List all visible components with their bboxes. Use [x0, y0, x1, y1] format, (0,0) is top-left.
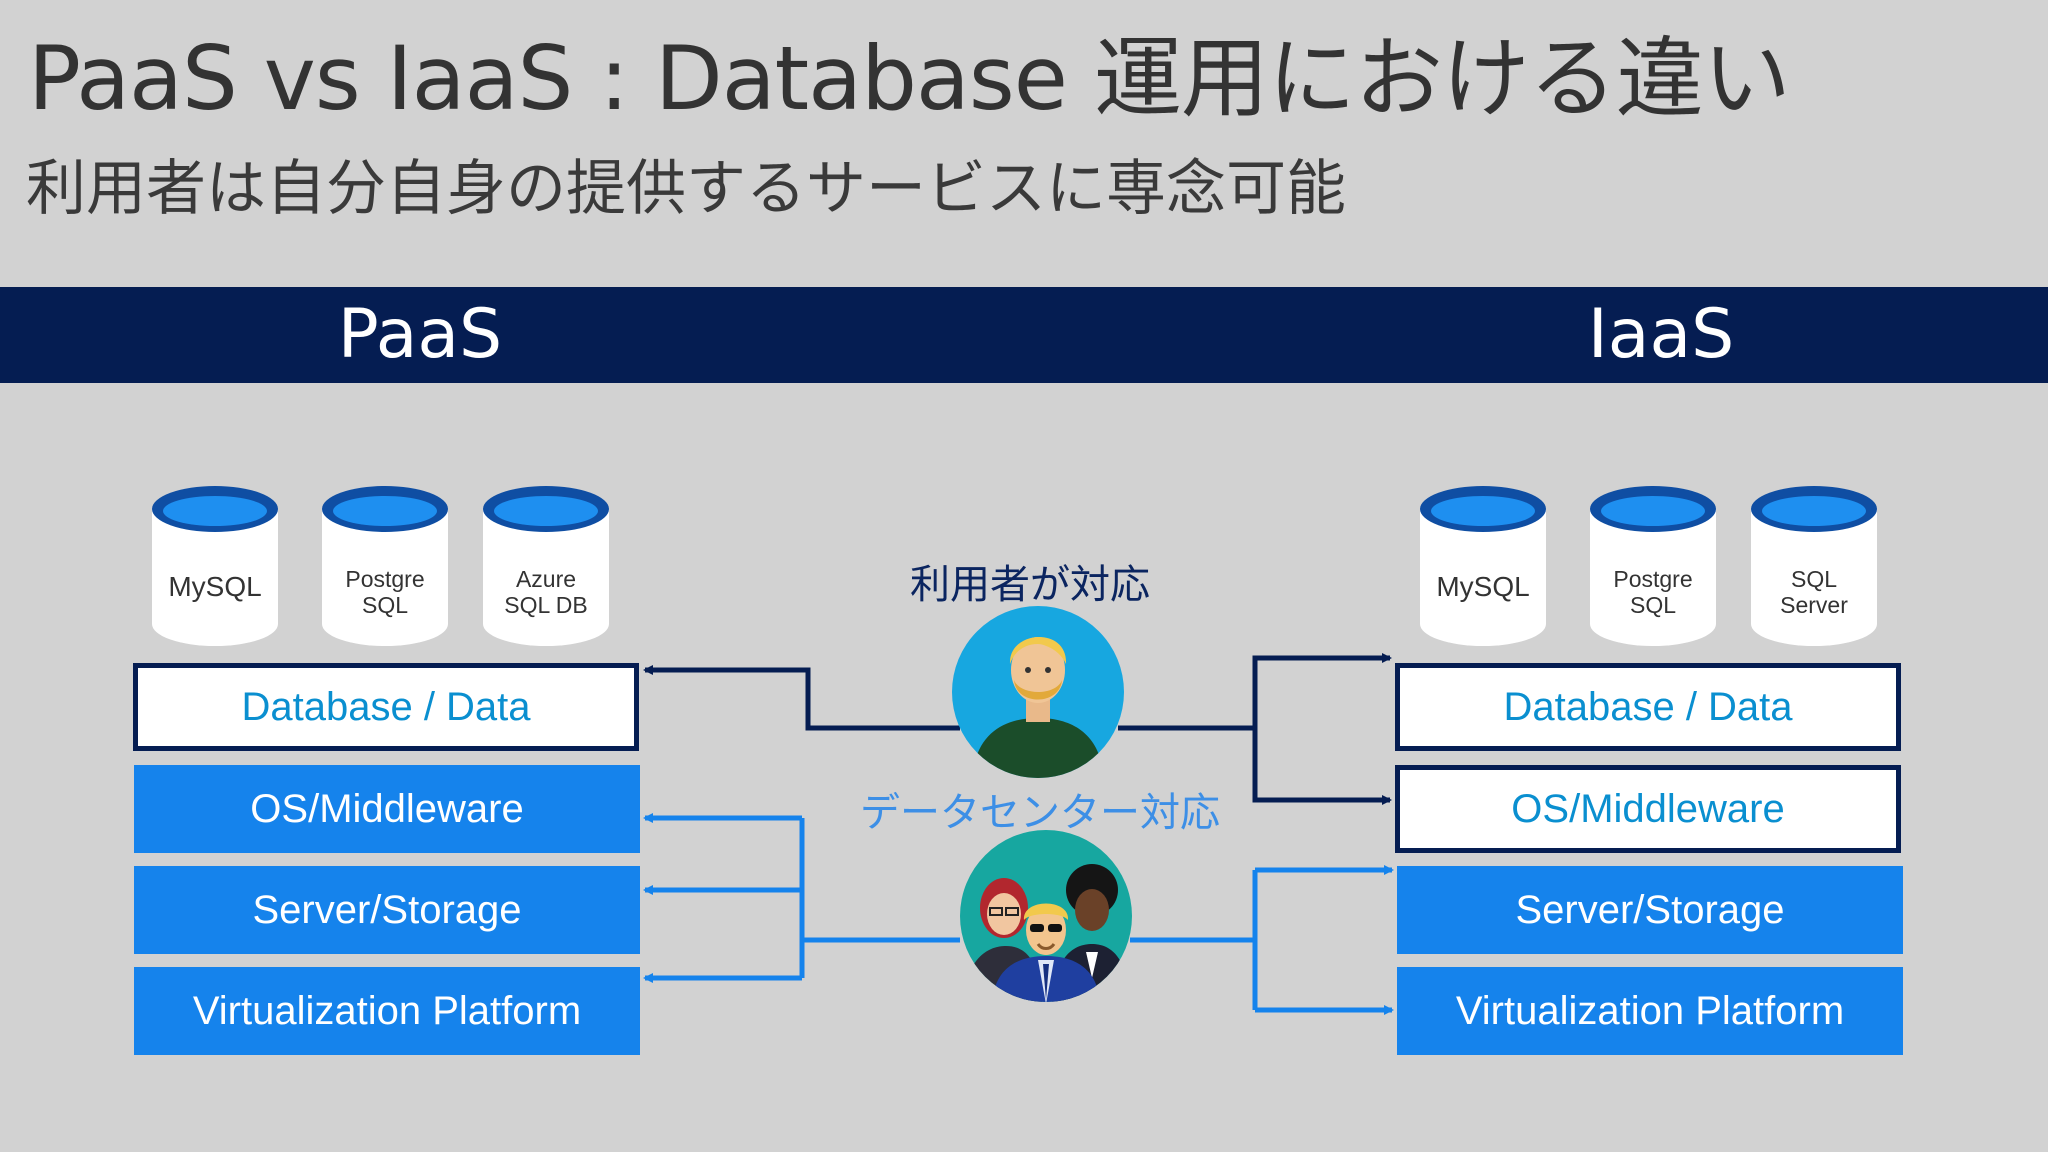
database-icon [483, 486, 609, 646]
database-icon [1420, 486, 1546, 646]
database-icon [322, 486, 448, 646]
slide-subtitle: 利用者は自分自身の提供するサービスに専念可能 [26, 154, 1346, 224]
user-avatar-icon [952, 606, 1124, 778]
paas-layer-virtualization-platform: Virtualization Platform [134, 967, 640, 1055]
database-label: Postgre SQL [1613, 566, 1693, 618]
header-band [0, 287, 2048, 383]
database-label: Azure SQL DB [504, 566, 588, 618]
database-cylinder-sql-server: SQL Server [1749, 484, 1879, 649]
iaas-heading: IaaS [1587, 295, 1735, 374]
database-cylinder-mysql: MySQL [150, 484, 280, 649]
iaas-layer-database-data: Database / Data [1395, 663, 1901, 751]
database-cylinder-mysql: MySQL [1418, 484, 1548, 649]
datacenter-role-label: データセンター対応 [860, 790, 1220, 836]
datacenter-connector [643, 813, 1394, 1015]
database-cylinder-azure-sql-db: Azure SQL DB [481, 484, 611, 649]
paas-heading: PaaS [337, 295, 503, 374]
database-cylinder-postgresql: Postgre SQL [320, 484, 450, 649]
iaas-layer-os-middleware: OS/Middleware [1395, 765, 1901, 853]
slide-title: PaaS vs IaaS : Database 運用における違い [28, 27, 1791, 130]
paas-layer-server-storage: Server/Storage [134, 866, 640, 954]
database-cylinder-postgresql: Postgre SQL [1588, 484, 1718, 649]
iaas-layer-server-storage: Server/Storage [1397, 866, 1903, 954]
database-label: MySQL [168, 571, 262, 602]
database-icon [1751, 486, 1877, 646]
datacenter-team-avatar-icon [960, 830, 1132, 1002]
database-label: SQL Server [1780, 566, 1848, 618]
database-icon [152, 486, 278, 646]
user-role-label: 利用者が対応 [910, 562, 1150, 608]
paas-layer-os-middleware: OS/Middleware [134, 765, 640, 853]
database-label: Postgre SQL [345, 566, 425, 618]
database-label: MySQL [1436, 571, 1530, 602]
iaas-layer-virtualization-platform: Virtualization Platform [1397, 967, 1903, 1055]
paas-layer-database-data: Database / Data [133, 663, 639, 751]
user-connector [643, 653, 1392, 805]
database-icon [1590, 486, 1716, 646]
